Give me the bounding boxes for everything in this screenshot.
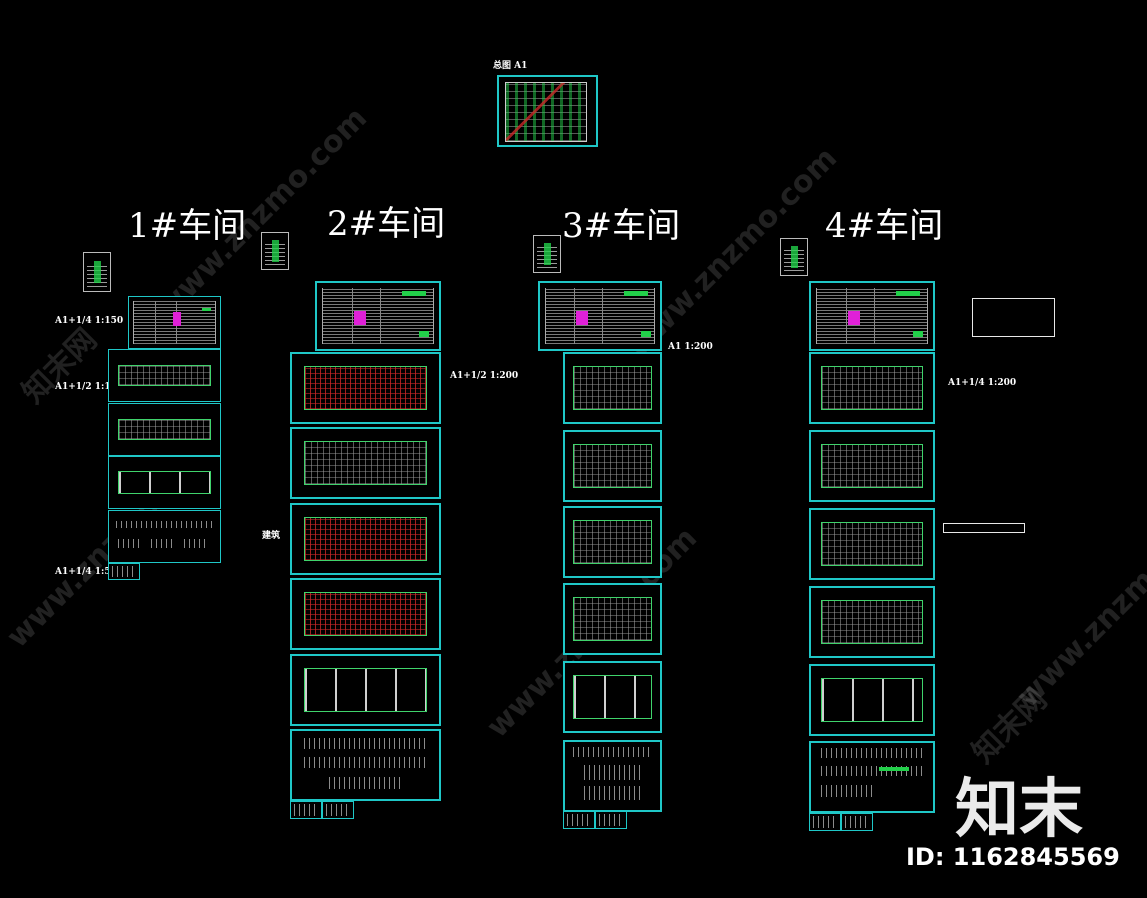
w3-plan-sheet[interactable] — [563, 430, 662, 502]
workshop-1-cover[interactable] — [83, 252, 111, 292]
w3-plan-sheet[interactable] — [563, 506, 662, 578]
w2-arch-label: 建筑 — [262, 531, 281, 541]
workshop-3-cover[interactable] — [533, 235, 561, 273]
site-plan-sheet[interactable] — [497, 75, 598, 147]
brand-logo: 知末 — [955, 773, 1083, 847]
w4-section-sheet[interactable] — [809, 741, 935, 813]
image-id: ID: 1162845569 — [906, 843, 1120, 871]
w3-detail-sheet[interactable] — [563, 811, 595, 829]
w4-detail-sheet[interactable] — [841, 813, 873, 831]
w2-notes-sheet[interactable] — [315, 281, 441, 351]
w2-plan-sheet[interactable] — [290, 352, 441, 424]
w4-elevation-sheet[interactable] — [809, 664, 935, 736]
w2-scale-label: A1+1/2 1:200 — [450, 371, 519, 381]
site-plan-label: 总图 A1 — [493, 61, 528, 71]
w2-plan-sheet[interactable] — [290, 503, 441, 575]
w1-plan-sheet[interactable] — [108, 403, 221, 456]
w4-notes-sheet[interactable] — [809, 281, 935, 351]
site-plan-drawing — [505, 82, 587, 142]
workshop-4-title: 4#车间 — [825, 206, 944, 246]
w4-plan-sheet[interactable] — [809, 586, 935, 658]
workshop-1-title: 1#车间 — [128, 206, 247, 246]
workshop-4-cover[interactable] — [780, 238, 808, 276]
w2-plan-sheet[interactable] — [290, 578, 441, 650]
workshop-2-cover[interactable] — [261, 232, 289, 270]
watermark-brand: 知末网 — [15, 322, 105, 411]
w1-plan-sheet[interactable] — [108, 349, 221, 402]
w1-scale-label-a: A1+1/4 1:150 — [55, 316, 124, 326]
w3-elevation-sheet[interactable] — [563, 661, 662, 733]
w3-detail-sheet[interactable] — [595, 811, 627, 829]
w3-plan-sheet[interactable] — [563, 352, 662, 424]
w4-detail-sheet[interactable] — [809, 813, 841, 831]
w2-plan-sheet[interactable] — [290, 427, 441, 499]
w3-plan-sheet[interactable] — [563, 583, 662, 655]
workshop-2-title: 2#车间 — [327, 204, 446, 244]
w2-elevation-sheet[interactable] — [290, 654, 441, 726]
watermark-text: www.znzmo.com — [1010, 490, 1147, 715]
empty-frame — [943, 523, 1025, 533]
w2-detail-sheet[interactable] — [322, 801, 354, 819]
empty-frame — [972, 298, 1055, 337]
w4-plan-sheet[interactable] — [809, 352, 935, 424]
w1-detail-sheet[interactable] — [108, 563, 140, 580]
w3-scale-label: A1 1:200 — [668, 342, 713, 352]
w1-plan-sheet[interactable] — [108, 456, 221, 509]
w4-plan-sheet[interactable] — [809, 430, 935, 502]
w2-section-sheet[interactable] — [290, 729, 441, 801]
w1-notes-sheet[interactable] — [128, 296, 221, 349]
w3-notes-sheet[interactable] — [538, 281, 662, 351]
w2-detail-sheet[interactable] — [290, 801, 322, 819]
workshop-3-title: 3#车间 — [562, 206, 681, 246]
w1-section-sheet[interactable] — [108, 510, 221, 563]
w4-plan-sheet[interactable] — [809, 508, 935, 580]
w1-scale-label-b: A1+1/2 1:150 — [55, 382, 124, 392]
w3-section-sheet[interactable] — [563, 740, 662, 812]
w1-scale-label-c: A1+1/4 1:50 — [55, 567, 117, 577]
w4-scale-label: A1+1/4 1:200 — [948, 378, 1017, 388]
